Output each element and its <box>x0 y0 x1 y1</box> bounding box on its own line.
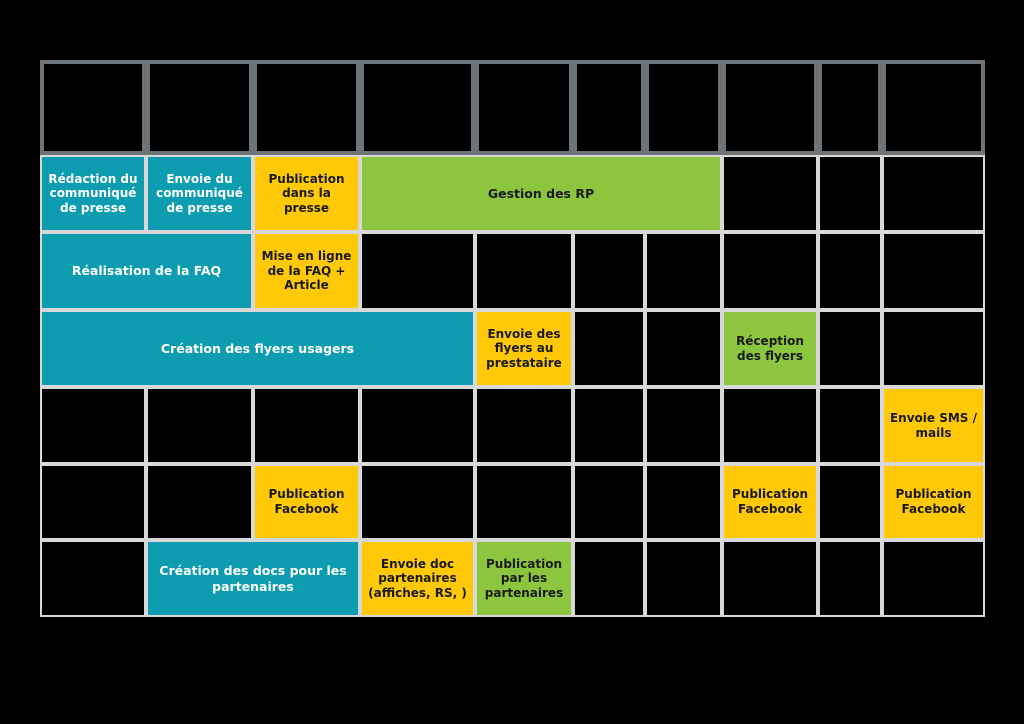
empty-cell <box>40 387 146 464</box>
task-label: Mise en ligne de la FAQ + Article <box>261 249 352 293</box>
empty-cell <box>722 387 818 464</box>
empty-cell <box>475 232 573 310</box>
empty-cell <box>882 540 985 617</box>
empty-cell <box>360 464 475 540</box>
task-label: Réalisation de la FAQ <box>71 263 222 279</box>
empty-cell <box>722 155 818 232</box>
empty-cell <box>882 232 985 310</box>
task-label: Publication Facebook <box>731 487 808 516</box>
task-bar-creation-des-docs-pour-les-partenaires[interactable]: Création des docs pour les partenaires <box>146 540 360 617</box>
task-bar-mise-en-ligne-faq-article[interactable]: Mise en ligne de la FAQ + Article <box>253 232 360 310</box>
task-label: Envoie du communiqué de presse <box>156 171 243 215</box>
task-bar-realisation-de-la-faq[interactable]: Réalisation de la FAQ <box>40 232 253 310</box>
empty-cell <box>146 464 253 540</box>
empty-cell <box>573 232 645 310</box>
empty-cell <box>573 310 645 387</box>
timeline-header-cell <box>475 60 573 155</box>
empty-cell <box>40 464 146 540</box>
empty-cell <box>818 540 882 617</box>
task-label: Publication Facebook <box>268 487 345 516</box>
timeline-header-cell <box>253 60 360 155</box>
timeline-header-cell <box>573 60 645 155</box>
empty-cell <box>475 464 573 540</box>
empty-cell <box>722 232 818 310</box>
task-bar-creation-des-flyers-usagers[interactable]: Création des flyers usagers <box>40 310 475 387</box>
empty-cell <box>645 387 722 464</box>
empty-cell <box>573 464 645 540</box>
task-bar-publication-facebook-col7[interactable]: Publication Facebook <box>722 464 818 540</box>
task-bar-redaction-communique-presse[interactable]: Rédaction du communiqué de presse <box>40 155 146 232</box>
task-label: Création des docs pour les partenaires <box>159 563 347 594</box>
task-label: Réception des flyers <box>736 333 804 363</box>
empty-cell <box>645 540 722 617</box>
empty-cell <box>818 464 882 540</box>
empty-cell <box>253 387 360 464</box>
task-label: Publication Facebook <box>895 487 972 516</box>
empty-cell <box>818 232 882 310</box>
empty-cell <box>645 464 722 540</box>
empty-cell <box>40 540 146 617</box>
empty-cell <box>573 387 645 464</box>
task-bar-envoie-des-flyers-au-prestataire[interactable]: Envoie des flyers au prestataire <box>475 310 573 387</box>
task-label: Gestion des RP <box>487 185 595 201</box>
task-bar-envoie-sms-mails[interactable]: Envoie SMS / mails <box>882 387 985 464</box>
task-bar-publication-facebook-col9[interactable]: Publication Facebook <box>882 464 985 540</box>
task-label: Envoie des flyers au prestataire <box>486 326 562 370</box>
empty-cell <box>475 387 573 464</box>
empty-cell <box>722 540 818 617</box>
task-bar-publication-facebook-col2[interactable]: Publication Facebook <box>253 464 360 540</box>
timeline-header-cell <box>360 60 475 155</box>
task-bar-publication-par-les-partenaires[interactable]: Publication par les partenaires <box>475 540 573 617</box>
timeline-header-cell <box>818 60 882 155</box>
task-label: Création des flyers usagers <box>160 340 355 356</box>
task-label: Publication par les partenaires <box>484 556 564 600</box>
empty-cell <box>818 155 882 232</box>
task-bar-reception-des-flyers[interactable]: Réception des flyers <box>722 310 818 387</box>
empty-cell <box>146 387 253 464</box>
task-label: Envoie SMS / mails <box>889 410 978 440</box>
task-label: Rédaction du communiqué de presse <box>48 171 138 215</box>
timeline-header-cell <box>645 60 722 155</box>
empty-cell <box>882 310 985 387</box>
empty-cell <box>573 540 645 617</box>
empty-cell <box>818 387 882 464</box>
timeline-header-cell <box>40 60 146 155</box>
empty-cell <box>645 232 722 310</box>
empty-cell <box>645 310 722 387</box>
task-bar-gestion-des-rp[interactable]: Gestion des RP <box>360 155 722 232</box>
timeline-header-cell <box>722 60 818 155</box>
timeline-header-cell <box>882 60 985 155</box>
task-label: Envoie doc partenaires (affiches, RS, ) <box>368 556 467 600</box>
empty-cell <box>818 310 882 387</box>
timeline-header-cell <box>146 60 253 155</box>
empty-cell <box>360 232 475 310</box>
empty-cell <box>360 387 475 464</box>
task-bar-envoie-communique-presse[interactable]: Envoie du communiqué de presse <box>146 155 253 232</box>
task-bar-envoie-doc-partenaires[interactable]: Envoie doc partenaires (affiches, RS, ) <box>360 540 475 617</box>
task-label: Publication dans la presse <box>268 171 345 215</box>
empty-cell <box>882 155 985 232</box>
task-bar-publication-dans-la-presse[interactable]: Publication dans la presse <box>253 155 360 232</box>
